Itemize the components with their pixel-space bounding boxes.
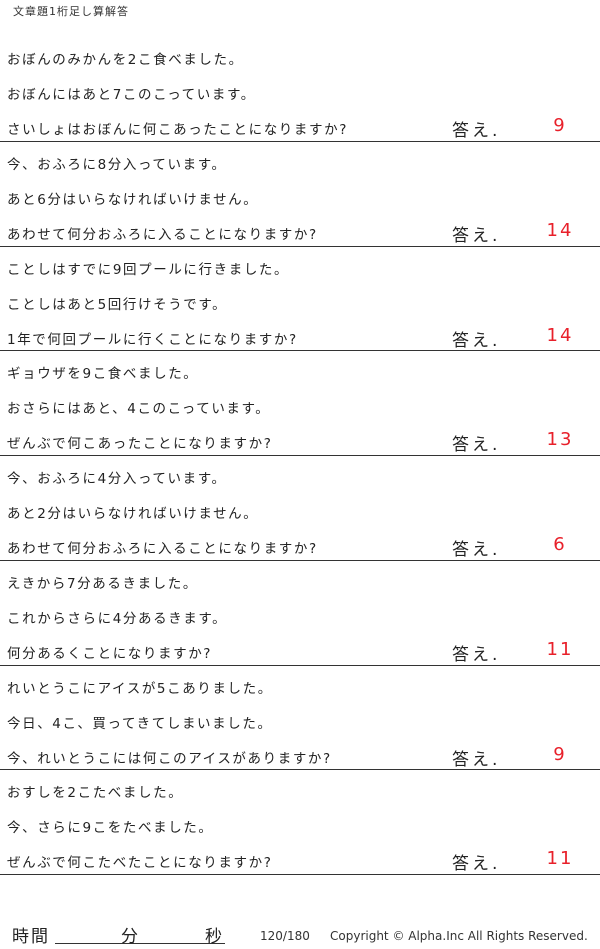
answer-value: 14: [546, 219, 574, 241]
time-blank-line: [55, 943, 225, 944]
answer-label: 答え.: [452, 749, 501, 770]
seconds-label: 秒: [205, 927, 222, 947]
time-label: 時間: [12, 927, 50, 947]
problem-line: おさらにはあと、4このこっています。: [7, 401, 271, 418]
problem-item: れいとうこにアイスが5こありました。今日、4こ、買ってきてしまいました。今、れい…: [0, 666, 600, 771]
answer-label: 答え.: [452, 540, 501, 560]
problem-line: ぜんぶで何こあったことになりますか?: [7, 436, 273, 453]
problem-line: ことしはあと5回行けそうです。: [7, 296, 228, 313]
problem-line: ギョウザを9こ食べました。: [7, 366, 199, 383]
problem-line: あと2分はいらなければいけません。: [7, 506, 259, 522]
problem-line: 今、おふろに4分入っています。: [7, 471, 227, 487]
problem-line: 1年で何回プールに行くことになりますか?: [7, 331, 298, 348]
problem-line: おぼんにはあと7このこっています。: [7, 87, 256, 103]
answer-label: 答え.: [452, 225, 501, 246]
minutes-label: 分: [121, 927, 138, 947]
problem-line: 何分あるくことになりますか?: [7, 645, 213, 662]
answer-label: 答え.: [452, 644, 501, 665]
answer-label: 答え.: [452, 435, 501, 456]
problem-item: おぼんのみかんを2こ食べました。おぼんにはあと7このこっています。さいしょはおぼ…: [0, 37, 600, 142]
problem-item: ことしはすでに9回プールに行きました。ことしはあと5回行けそうです。 1年で何回プ…: [0, 247, 600, 352]
footer: 時間 分 秒 120/180 Copyright © Alpha.Inc All…: [0, 922, 600, 947]
answer-value: 14: [546, 324, 574, 346]
problem-line: おぼんのみかんを2こ食べました。: [7, 52, 244, 68]
problem-line: れいとうこにアイスが5こありました。: [7, 680, 273, 697]
problem-line: ことしはすでに9回プールに行きました。: [7, 261, 290, 278]
answer-label: 答え.: [452, 854, 501, 875]
worksheet-title: 文章題1桁足し算解答: [13, 5, 129, 18]
problem-item: ギョウザを9こ食べました。おさらにはあと、4このこっています。ぜんぶで何こあった…: [0, 351, 600, 456]
problem-line: 今日、4こ、買ってきてしまいました。: [7, 715, 273, 732]
answer-value: 9: [553, 743, 567, 765]
page-number: 120/180: [260, 929, 310, 943]
answer-value: 9: [553, 115, 567, 136]
copyright: Copyright © Alpha.Inc All Rights Reserve…: [330, 929, 588, 943]
problem-item: 今、おふろに4分入っています。あと2分はいらなければいけません。あわせて何分おふ…: [0, 456, 600, 561]
problem-line: ぜんぶで何こたべたことになりますか?: [7, 855, 273, 872]
answer-value: 11: [546, 638, 574, 660]
problem-line: 今、れいとうこには何このアイスがありますか?: [7, 750, 332, 767]
problem-line: あわせて何分おふろに入ることになりますか?: [7, 541, 318, 557]
problem-line: さいしょはおぼんに何こあったことになりますか?: [7, 122, 348, 138]
answer-value: 6: [553, 534, 567, 555]
problem-line: おすしを2こたべました。: [7, 785, 184, 802]
problem-line: あと6分はいらなければいけません。: [7, 191, 259, 208]
problem-line: これからさらに4分あるきます。: [7, 610, 228, 627]
problem-item: えきから7分あるきました。これからさらに4分あるきます。何分あるくことになります…: [0, 561, 600, 666]
answer-label: 答え.: [452, 330, 501, 351]
problem-item: 今、おふろに8分入っています。あと6分はいらなければいけません。あわせて何分おふ…: [0, 142, 600, 247]
answer-label: 答え.: [452, 121, 501, 141]
answer-value: 11: [546, 848, 574, 870]
answer-value: 13: [546, 429, 574, 451]
problem-list: おぼんのみかんを2こ食べました。おぼんにはあと7このこっています。さいしょはおぼ…: [0, 37, 600, 875]
problem-line: あわせて何分おふろに入ることになりますか?: [7, 226, 318, 243]
problem-line: えきから7分あるきました。: [7, 575, 198, 592]
problem-item: おすしを2こたべました。今、さらに9こをたべました。ぜんぶで何こたべたことになり…: [0, 770, 600, 875]
problem-line: 今、さらに9こをたべました。: [7, 820, 214, 837]
problem-line: 今、おふろに8分入っています。: [7, 156, 227, 173]
